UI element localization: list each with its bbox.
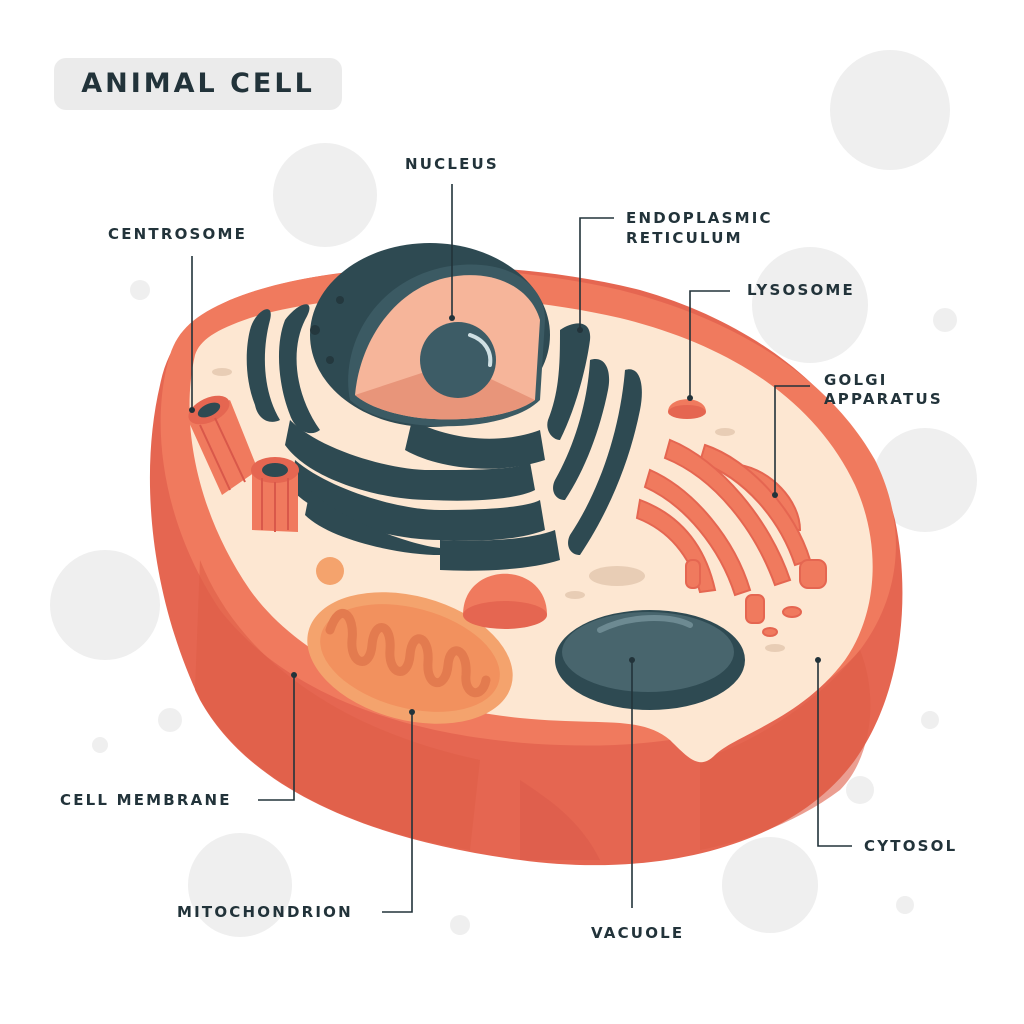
leader-cytosol xyxy=(817,660,852,847)
label-nucleus: NUCLEUS xyxy=(405,155,499,173)
background-blobs xyxy=(50,50,977,937)
label-golgi-line1: GOLGI xyxy=(824,371,888,389)
label-vacuole: VACUOLE xyxy=(591,924,685,942)
label-cell-membrane: CELL MEMBRANE xyxy=(60,791,232,809)
centrosome xyxy=(188,395,299,532)
label-cytosol: CYTOSOL xyxy=(864,837,958,855)
label-er-line1: ENDOPLASMIC xyxy=(626,209,773,227)
vacuole xyxy=(555,610,745,710)
vesicle xyxy=(316,557,547,629)
leader-dots xyxy=(189,315,821,715)
leader-cell-membrane xyxy=(258,675,295,801)
leader-golgi xyxy=(774,385,810,495)
leader-mitochondrion xyxy=(382,712,413,913)
endoplasmic-reticulum xyxy=(246,304,642,571)
lysosome xyxy=(668,399,706,419)
title-badge xyxy=(54,58,342,110)
small-vesicle xyxy=(316,557,344,585)
leader-er xyxy=(579,217,614,330)
label-centrosome: CENTROSOME xyxy=(108,225,248,243)
nucleolus xyxy=(420,322,496,398)
label-er-line2: RETICULUM xyxy=(626,229,743,247)
label-lysosome: LYSOSOME xyxy=(747,281,855,299)
golgi-apparatus xyxy=(635,438,827,637)
leader-lines xyxy=(191,184,852,913)
label-mitochondrion: MITOCHONDRION xyxy=(177,903,353,921)
mitochondrion xyxy=(307,592,513,724)
leader-lysosome xyxy=(689,290,730,398)
diagram-title: ANIMAL CELL xyxy=(81,68,315,99)
nucleus xyxy=(310,243,550,427)
label-golgi-line2: APPARATUS xyxy=(824,390,943,408)
